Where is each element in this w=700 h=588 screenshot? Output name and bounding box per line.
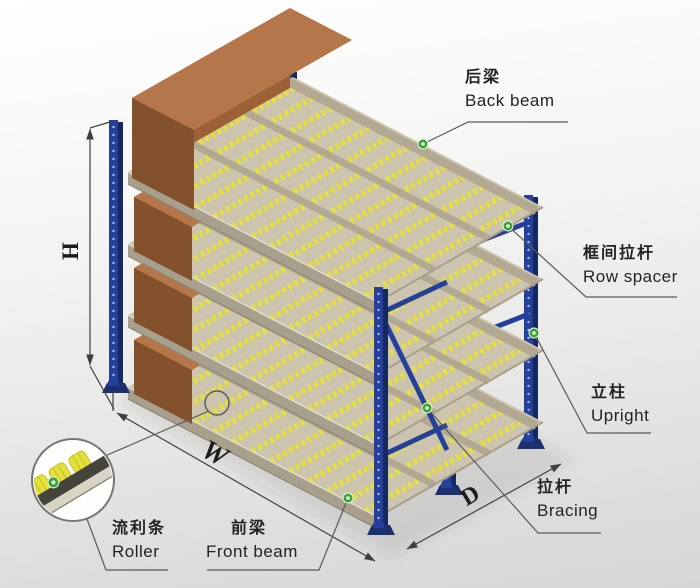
label-upright-en: Upright: [591, 406, 650, 425]
label-front-beam-zh: 前梁: [231, 520, 268, 537]
shelf-deck-1: [127, 76, 544, 315]
dim-tick-H-bottom: [89, 365, 115, 410]
anchor-dots: [342, 138, 540, 504]
box-end-face: [134, 340, 192, 424]
label-row-spacer-zh: 框间拉杆: [583, 245, 656, 262]
cargo-box-1: [132, 8, 352, 210]
leader-bracing: [426, 407, 601, 534]
label-row-spacer: 框间拉杆 Row spacer: [583, 245, 678, 286]
magnifier-connector: [104, 410, 210, 457]
box-end-face: [134, 197, 192, 281]
label-upright: 立柱 Upright: [591, 384, 650, 425]
box-top-face: [132, 8, 352, 130]
label-front-beam-en: Front beam: [206, 542, 298, 561]
roller-rail-detail: [34, 448, 112, 519]
label-roller-zh: 流利条: [112, 520, 167, 537]
deck-surface: [128, 77, 543, 302]
magnifier-circle: [204, 390, 230, 416]
box-end-face: [132, 98, 194, 210]
roller-detail-content: [34, 448, 112, 519]
dim-label-height: H: [57, 242, 83, 260]
anchor-dot-row-spacer: [502, 220, 514, 232]
upright-front-left: [102, 120, 130, 393]
label-front-beam: 前梁 Front beam: [206, 520, 298, 561]
upright-front-right: [367, 287, 395, 535]
front-frame-structure: [102, 120, 450, 535]
anchor-dot-front-beam: [342, 492, 354, 504]
leader-upright: [533, 332, 651, 434]
leader-lines: [86, 121, 677, 571]
anchor-dot-upright: [528, 327, 540, 339]
leader-roller: [86, 518, 168, 571]
roller-detail-callout: [31, 390, 230, 522]
leader-back-beam: [422, 121, 568, 145]
label-back-beam-en: Back beam: [465, 91, 555, 110]
label-bracing: 拉杆 Bracing: [537, 479, 599, 520]
label-upright-zh: 立柱: [591, 384, 628, 401]
label-roller: 流利条 Roller: [112, 520, 167, 561]
label-roller-en: Roller: [112, 542, 160, 561]
dim-line-D: [406, 463, 562, 550]
box-end-face: [134, 268, 192, 352]
anchor-dot-back-beam: [417, 138, 429, 150]
label-back-beam-zh: 后梁: [465, 69, 502, 86]
label-bracing-en: Bracing: [537, 501, 599, 520]
label-back-beam: 后梁 Back beam: [465, 69, 555, 110]
anchor-dot-bracing: [421, 402, 433, 414]
label-row-spacer-en: Row spacer: [583, 267, 678, 286]
leader-row-spacer: [507, 225, 677, 298]
label-bracing-zh: 拉杆: [537, 479, 574, 496]
dim-tick-H-top: [89, 120, 114, 129]
leader-front-beam: [207, 497, 349, 571]
